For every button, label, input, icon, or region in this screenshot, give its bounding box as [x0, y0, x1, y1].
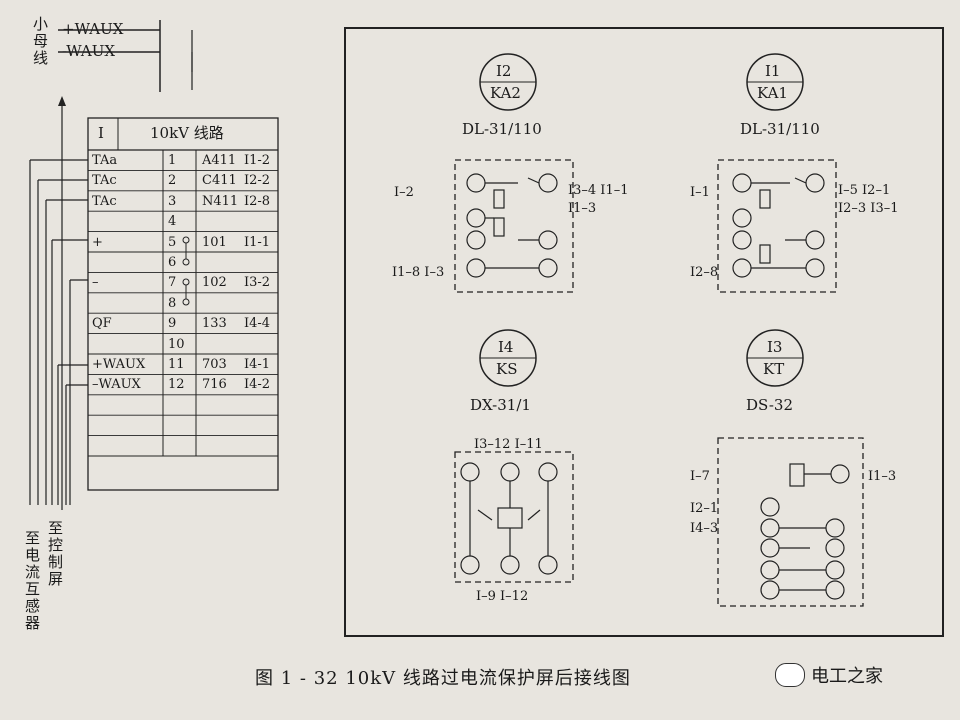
row-name: QF — [92, 316, 112, 332]
relay-ka2-name: KA2 — [490, 84, 521, 102]
row-code: 133 — [202, 316, 227, 332]
bus-minus-label: -WAUX — [62, 42, 116, 60]
row-ref: I2-2 — [244, 173, 271, 189]
row-name: TAc — [92, 193, 117, 209]
row-name: – — [92, 275, 99, 291]
row-ref: I3-2 — [244, 275, 271, 291]
bottom-label-ct: 至电流互感器 — [23, 530, 41, 632]
row-name: –WAUX — [92, 377, 141, 393]
row-name: TAc — [92, 173, 117, 189]
row-name: +WAUX — [92, 357, 146, 372]
relay-kt-model: DS-32 — [746, 396, 794, 414]
row-ref: I4-4 — [244, 316, 271, 332]
row-name: TAa — [92, 153, 118, 168]
row-num: 4 — [168, 214, 177, 230]
row-num: 10 — [168, 336, 185, 352]
relay-ka1-name: KA1 — [757, 84, 788, 102]
relay-ka2-right-label: I3–4 I1–1 I1–3 — [568, 183, 629, 217]
bottom-label-control: 至控制屏 — [46, 520, 64, 588]
row-code: N411 — [202, 193, 239, 209]
row-ref: I1-1 — [244, 234, 271, 250]
relay-kt-left-label-1: I–7 — [690, 469, 710, 484]
relay-ka2-model: DL-31/110 — [462, 120, 542, 138]
row-num: 12 — [168, 377, 185, 393]
row-name: + — [92, 234, 103, 250]
relay-ka2-bottom-label: I1–8 I–3 — [392, 265, 445, 280]
bus-label: 小母线 — [31, 16, 49, 67]
row-num: 1 — [168, 153, 177, 168]
row-ref: I4-1 — [244, 357, 271, 372]
relay-ks-id: I4 — [498, 338, 514, 356]
relay-kt-id: I3 — [767, 338, 783, 356]
relay-ks-model: DX-31/1 — [470, 396, 531, 414]
table-header-right: 10kV 线路 — [150, 124, 224, 142]
relay-kt-name: KT — [763, 360, 785, 378]
row-code: 102 — [202, 275, 227, 291]
row-code: 703 — [202, 357, 227, 372]
figure-caption: 图 1 - 32 10kV 线路过电流保护屏后接线图 — [255, 668, 631, 689]
brand-label: 电工之家 — [811, 666, 883, 687]
row-num: 5 — [168, 234, 177, 250]
row-code: 716 — [202, 377, 227, 393]
row-num: 7 — [168, 275, 177, 291]
brand: 电工之家 — [775, 662, 883, 688]
relay-ka1-left-label: I–1 — [690, 185, 710, 200]
row-num: 2 — [168, 173, 177, 189]
row-code: 101 — [202, 234, 227, 250]
row-ref: I2-8 — [244, 193, 271, 209]
row-code: A411 — [202, 153, 237, 168]
row-ref: I4-2 — [244, 377, 271, 393]
relay-ks-top-label: I3–12 I–11 — [474, 437, 543, 452]
relay-kt-right-label: I1–3 — [868, 469, 897, 484]
relay-ka1-model: DL-31/110 — [740, 120, 820, 138]
relay-ka1-bottom-label: I2–8 — [690, 265, 719, 280]
row-num: 9 — [168, 316, 177, 332]
relay-ks-name: KS — [496, 360, 518, 378]
relay-ks-bottom-label: I–9 I–12 — [476, 589, 529, 604]
row-num: 11 — [168, 357, 185, 372]
table-header-left: I — [98, 124, 104, 142]
relay-ka2-id: I2 — [496, 62, 512, 80]
relay-ka1-id: I1 — [765, 62, 781, 80]
bus-plus-label: +WAUX — [62, 20, 124, 38]
relay-kt-left-label-3: I4–3 — [690, 521, 719, 536]
wechat-icon — [775, 663, 805, 687]
row-ref: I1-2 — [244, 153, 271, 168]
row-code: C411 — [202, 173, 237, 189]
relay-ka2-left-label: I–2 — [394, 185, 414, 200]
row-num: 8 — [168, 295, 177, 311]
relay-kt-left-label-2: I2–1 — [690, 501, 719, 516]
row-num: 3 — [168, 193, 177, 209]
row-num: 6 — [168, 255, 177, 270]
relay-ka1-right-label: I–5 I2–1 I2–3 I3–1 — [838, 183, 899, 217]
